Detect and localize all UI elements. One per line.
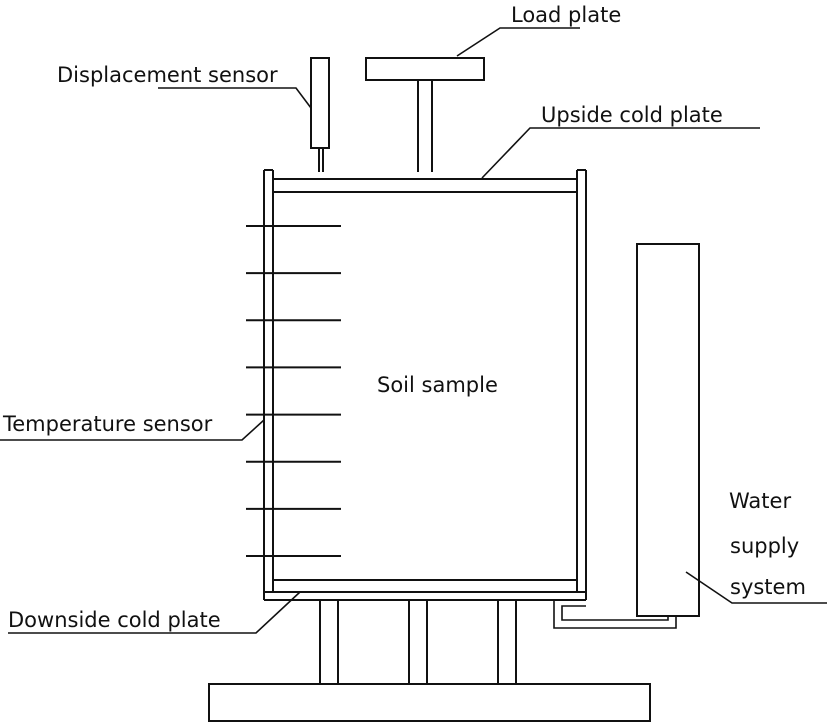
support-leg <box>497 599 517 685</box>
support-leg <box>408 599 428 685</box>
water-supply-label-line1: Water <box>729 489 791 513</box>
support-leg <box>319 599 339 685</box>
soil-sample-label: Soil sample <box>377 373 498 397</box>
downside-cold-plate <box>263 579 587 601</box>
downside-cold-plate-label: Downside cold plate <box>8 608 221 632</box>
load-plate-label: Load plate <box>511 3 621 27</box>
displacement-sensor-label: Displacement sensor <box>57 63 278 87</box>
upside-cold-plate-label: Upside cold plate <box>541 103 723 127</box>
water-supply-label-line3: system <box>730 575 806 599</box>
container-vessel <box>263 169 587 592</box>
leader-lines <box>0 27 827 634</box>
load-plate <box>365 57 485 172</box>
temperature-probes <box>246 225 341 557</box>
water-supply-system <box>553 243 700 629</box>
displacement-sensor <box>310 57 330 172</box>
hatched-base <box>208 683 651 722</box>
support-legs <box>319 599 517 685</box>
upside-cold-plate <box>273 178 577 193</box>
temperature-sensor-label: Temperature sensor <box>2 412 213 436</box>
water-supply-label-line2: supply <box>730 534 799 558</box>
